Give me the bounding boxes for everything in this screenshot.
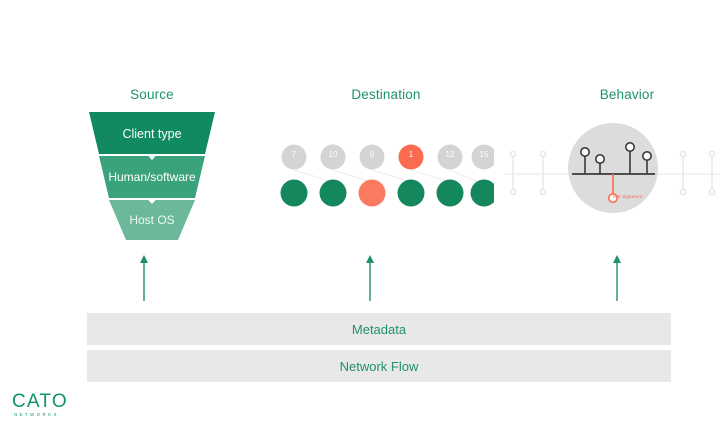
layer-bar-metadata-label: Metadata	[351, 321, 407, 337]
destination-top-dot-3[interactable]	[359, 144, 385, 170]
destination-top-dot-6[interactable]	[471, 144, 495, 170]
funnel-tier-host-os	[109, 200, 195, 240]
ips-signature-label: IPS Signature	[613, 194, 643, 199]
ips-signature-marker[interactable]	[608, 174, 619, 204]
funnel-shape	[89, 112, 215, 240]
destination-bottom-dot-5[interactable]	[436, 179, 464, 207]
funnel-chevron-1	[147, 154, 157, 160]
layer-bar-metadata[interactable]: Metadata	[87, 313, 671, 345]
arrow-source	[138, 255, 150, 306]
arrow-behavior	[611, 255, 623, 306]
magnifier-circle	[568, 123, 658, 213]
behavior-event-markers	[580, 141, 653, 174]
faded-timeline-markers-right	[679, 150, 716, 196]
funnel-tier-client-type	[89, 112, 215, 154]
arrow-up-icon	[613, 255, 621, 301]
destination-bottom-dot-3[interactable]	[358, 179, 386, 207]
column-title-source: Source	[130, 87, 174, 102]
funnel-tier-human-software	[99, 156, 205, 198]
behavior-timeline-svg	[505, 123, 720, 213]
logo-subtext: NETWORKS	[14, 412, 59, 417]
funnel-chevron-2	[147, 198, 157, 204]
dot-connectors	[293, 169, 479, 183]
arrow-up-icon	[140, 255, 148, 301]
arrow-destination	[364, 255, 376, 306]
destination-top-dot-5[interactable]	[437, 144, 463, 170]
destination-bottom-dot-4[interactable]	[397, 179, 425, 207]
column-title-behavior: Behavior	[599, 87, 655, 102]
destination-bottom-dot-2[interactable]	[319, 179, 347, 207]
destination-bottom-dot-6[interactable]	[470, 179, 495, 207]
source-funnel: Client type Human/software Host OS	[89, 112, 215, 240]
layer-bar-network-flow-label: Network Flow	[339, 358, 419, 374]
cato-networks-logo: CATO NETWORKS	[12, 392, 84, 419]
arrow-up-icon	[366, 255, 374, 301]
column-title-destination: Destination	[351, 87, 421, 102]
destination-top-dot-2[interactable]	[320, 144, 346, 170]
destination-bottom-dot-1[interactable]	[280, 179, 308, 207]
destination-top-dot-4[interactable]	[398, 144, 424, 170]
destination-dots-group: 7 10 9 1 12 15	[278, 140, 494, 210]
behavior-panel: IPS Signature	[505, 118, 720, 218]
destination-dots-svg	[280, 144, 495, 207]
faded-timeline-markers-left	[509, 150, 547, 196]
logo-wordmark: CATO	[12, 391, 68, 412]
destination-top-dot-1[interactable]	[281, 144, 307, 170]
layer-bar-network-flow[interactable]: Network Flow	[87, 350, 671, 382]
